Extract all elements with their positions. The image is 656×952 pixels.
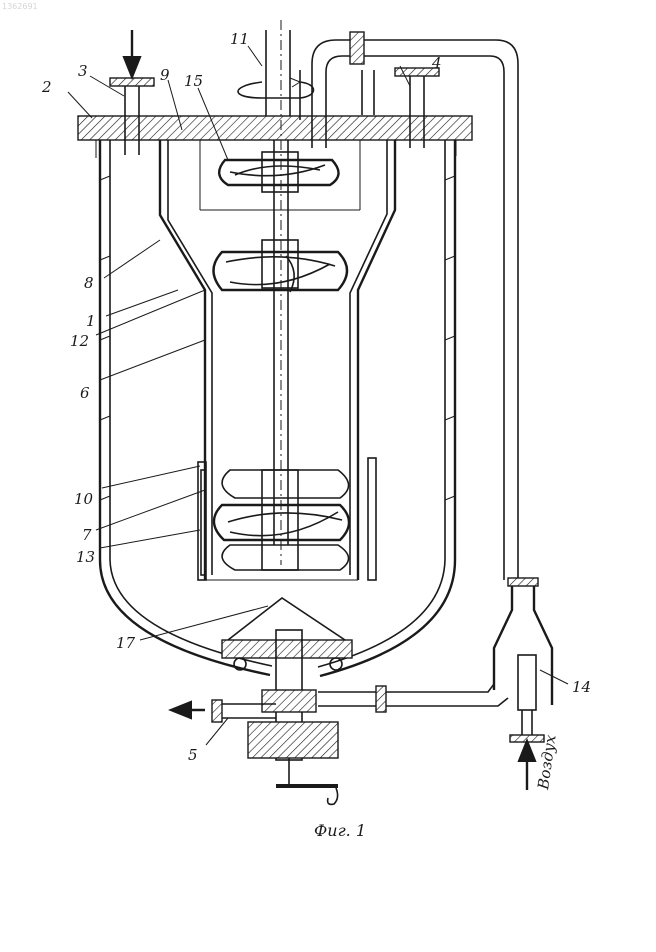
- label-4: 4: [431, 54, 442, 72]
- label-13: 13: [76, 548, 95, 566]
- label-9: 9: [160, 66, 170, 84]
- label-12: 12: [70, 332, 89, 350]
- label-3: 3: [78, 62, 88, 80]
- label-2: 2: [41, 78, 52, 96]
- figure-caption: Фиг. 1: [314, 821, 366, 840]
- label-8: 8: [84, 274, 94, 292]
- watermark-text: 1362691: [2, 2, 38, 11]
- outer-vessel: [100, 140, 455, 676]
- label-10: 10: [74, 490, 94, 508]
- bottom-valve-assembly: [180, 598, 352, 804]
- label-15: 15: [184, 72, 203, 90]
- stirrer-shaft: [238, 20, 314, 565]
- label-17: 17: [116, 634, 136, 652]
- impeller-top: [219, 152, 338, 192]
- impeller-middle: [214, 240, 348, 292]
- label-11: 11: [230, 30, 249, 48]
- labels: 2 3 9 15 11 4 8 1 12 6 10 7 13 17 5 14 В…: [41, 30, 591, 792]
- label-5: 5: [188, 746, 198, 764]
- label-14: 14: [572, 678, 591, 696]
- inner-column: [160, 140, 395, 580]
- label-7: 7: [82, 526, 92, 544]
- label-1: 1: [86, 312, 96, 330]
- label-6: 6: [80, 384, 90, 402]
- bottom-connection-pipe: [318, 684, 508, 712]
